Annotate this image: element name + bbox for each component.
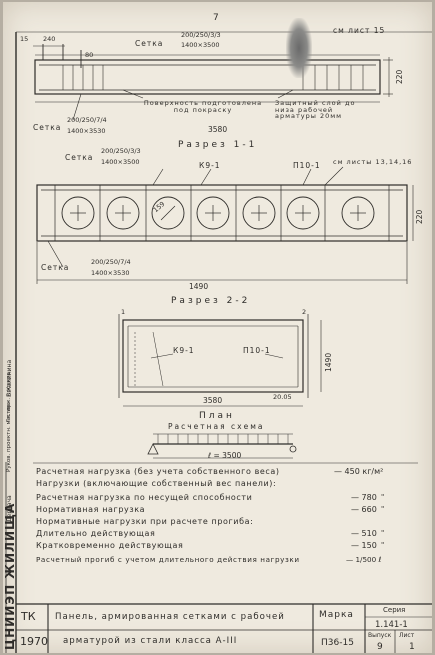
length-dim-1: 3580 [208, 125, 228, 134]
width-dim: 1490 [189, 282, 209, 291]
calc-title: Расчетная схема [168, 422, 265, 431]
mark-value: П36-15 [321, 638, 354, 648]
title-desc-1: Панель, армированная сетками с рабочей [55, 612, 285, 622]
load-row-label: Нормативная нагрузка [36, 505, 146, 514]
plan-marker-2: 2 [302, 308, 307, 316]
load-row-unit: " [381, 493, 385, 501]
issue-value: 9 [377, 642, 383, 652]
mesh-label-sec2: Сетка [65, 153, 94, 162]
load-row-unit: " [381, 529, 385, 537]
load-row: Расчетный прогиб с учетом длительного де… [36, 555, 396, 566]
load-row-value: — 150 [351, 541, 377, 550]
load-row-label: Кратковременно действующая [36, 541, 184, 550]
issue-label: Выпуск [368, 632, 392, 639]
plan-k9-label: К9-1 [173, 346, 195, 355]
plan-title: План [199, 411, 235, 421]
mesh-bottom-size: 1400×3530 [67, 127, 106, 135]
load-row-label: Длительно действующая [36, 529, 156, 538]
plan-height-dim: 1490 [324, 352, 333, 372]
load-row-unit: " [381, 541, 385, 549]
load-row-label: Нормативные нагрузки при расчете прогиба… [36, 517, 254, 526]
title-desc-2: арматурой из стали класса А-III [63, 636, 238, 646]
load-row-value: — 510 [351, 529, 377, 538]
load-row-label: Расчетный прогиб с учетом длительного де… [36, 555, 300, 564]
design-load-row: Расчетная нагрузка (без учета собственно… [36, 467, 396, 478]
see-sheets-note: см листы 13,14,16 [333, 158, 413, 166]
cover-note: Защитный слой до низа рабочей арматуры 2… [275, 99, 356, 120]
plan-length-dim: 3580 [203, 396, 223, 405]
sheet-value: 1 [409, 642, 415, 652]
design-load-label: Расчетная нагрузка (без учета собственно… [36, 467, 280, 476]
load-row: Расчетная нагрузка по несущей способност… [36, 493, 396, 504]
mesh-spec-sec2: 200/250/3/3 [101, 147, 141, 155]
series-label: Серия [383, 606, 406, 614]
mesh-label-top: Сетка [135, 39, 164, 48]
dim-15: 15 [20, 35, 29, 43]
sheet-label: Лист [399, 632, 415, 639]
section1-title: Разрез 1-1 [178, 140, 258, 150]
load-row: Кратковременно действующая — 150 " [36, 541, 396, 552]
load-row: Длительно действующая — 510 " [36, 529, 396, 540]
page-number: 7 [213, 13, 219, 23]
load-row-value: — 780 [351, 493, 377, 502]
load-row-unit: " [381, 505, 385, 513]
title-year: 1970 [20, 635, 48, 648]
drawing-sheet: 7 см лист 15 15 240 80 Сетка 200/250/3/3… [3, 2, 432, 653]
height-dim-1: 220 [395, 69, 404, 84]
load-row-value: — 660 [351, 505, 377, 514]
load-row-label: Расчетная нагрузка по несущей способност… [36, 493, 253, 502]
load-row: Нормативные нагрузки при расчете прогиба… [36, 517, 396, 528]
series-value: 1.141-1 [375, 620, 408, 630]
k9-label: К9-1 [199, 161, 221, 170]
p10-label: П10-1 [293, 161, 321, 170]
mesh-size-sec2: 1400×3500 [101, 158, 140, 166]
mesh-label-sec2-bottom: Сетка [41, 263, 70, 272]
ink-blot [286, 18, 312, 78]
dim-240: 240 [43, 35, 56, 43]
load-row-value: — 1/500 ℓ [346, 555, 382, 564]
section2-title: Разрез 2-2 [171, 296, 251, 306]
dim-80: 80 [85, 51, 94, 59]
mesh-bottom-spec-sec2: 200/250/7/4 [91, 258, 131, 266]
design-load-value: — 450 кг/м² [334, 467, 384, 476]
loads-header-row: Нагрузки (включающие собственный вес пан… [36, 479, 396, 490]
title-code: ТК [21, 610, 36, 623]
see-sheet-note: см лист 15 [333, 26, 386, 35]
mesh-top-size: 1400×3500 [181, 41, 220, 49]
mesh-bottom-spec: 200/250/7/4 [67, 116, 107, 124]
side-text-1: Деркача [6, 495, 13, 522]
mark-label: Марка [319, 610, 354, 620]
load-row: Нормативная нагрузка — 660 " [36, 505, 396, 516]
plan-p10-label: П10-1 [243, 346, 271, 355]
side-organization: ЦНИИЭП ЖИЛИЩА [3, 502, 17, 650]
drawing-linework [5, 31, 432, 653]
mesh-label-bottom: Сетка [33, 123, 62, 132]
loads-header: Нагрузки (включающие собственный вес пан… [36, 479, 277, 488]
plan-marker-1: 1 [121, 308, 126, 316]
mesh-bottom-size-sec2: 1400×3530 [91, 269, 130, 277]
calc-span: ℓ = 3500 [208, 451, 242, 460]
mesh-top-spec: 200/250/3/3 [181, 31, 221, 39]
height-dim-2: 220 [415, 209, 424, 224]
surface-note: Поверхность подготовлена под покраску [143, 99, 263, 114]
plan-mark-dim: 20.05 [273, 393, 292, 401]
side-text-4: Б.Калинина [6, 359, 13, 397]
